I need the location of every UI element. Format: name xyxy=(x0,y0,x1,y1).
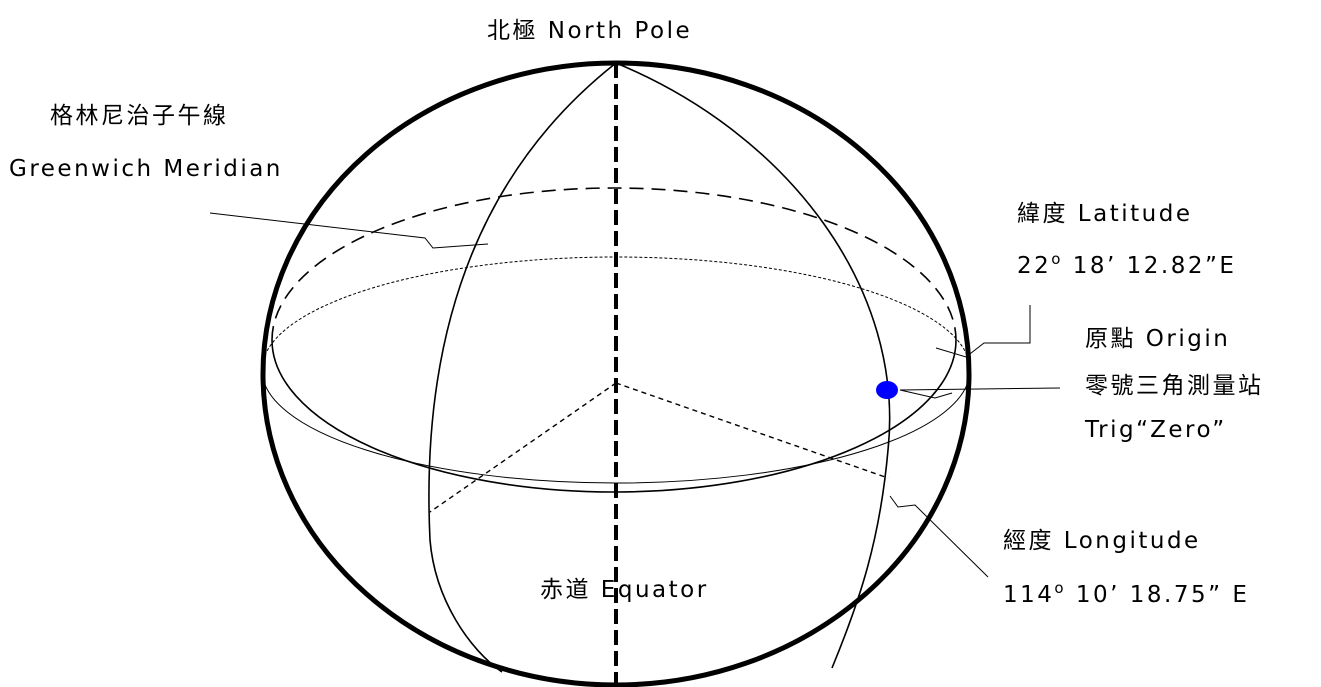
greenwich-leader xyxy=(209,212,489,249)
equator-front xyxy=(261,369,971,484)
greenwich-meridian-line xyxy=(428,62,617,673)
longitude-label: 經度 Longitude xyxy=(1003,528,1201,554)
longitude-leader xyxy=(889,495,989,578)
greenwich-label-zh: 格林尼治子午線 xyxy=(50,103,229,129)
radius-to-longitude xyxy=(615,382,889,479)
latitude-leader xyxy=(935,305,1031,358)
origin-label: 原點 Origin xyxy=(1085,326,1230,352)
origin-leader xyxy=(899,387,1061,399)
longitude-degrees: 114 xyxy=(1003,582,1054,608)
latitude-label: 緯度 Latitude xyxy=(1017,201,1192,227)
radius-to-greenwich xyxy=(429,382,617,513)
greenwich-label-en: Greenwich Meridian xyxy=(9,156,283,182)
origin-marker xyxy=(876,381,898,399)
origin-label-en: Trig“Zero” xyxy=(1084,417,1227,443)
north-pole-label: 北極 North Pole xyxy=(487,18,692,44)
longitude-minutes-seconds: 10’ 18.75” E xyxy=(1066,582,1249,608)
origin-label-zh: 零號三角測量站 xyxy=(1085,373,1264,399)
latitude-circle-back xyxy=(271,187,957,341)
equator-label: 赤道 Equator xyxy=(540,577,709,603)
longitude-degree-mark: o xyxy=(1054,579,1066,597)
latitude-minutes-seconds: 18’ 12.82”E xyxy=(1063,253,1237,279)
latitude-value: 22o 18’ 12.82”E xyxy=(1017,250,1236,279)
latitude-degree-mark: o xyxy=(1051,250,1063,268)
longitude-value: 114o 10’ 18.75” E xyxy=(1003,579,1249,608)
latitude-degrees: 22 xyxy=(1017,253,1051,279)
